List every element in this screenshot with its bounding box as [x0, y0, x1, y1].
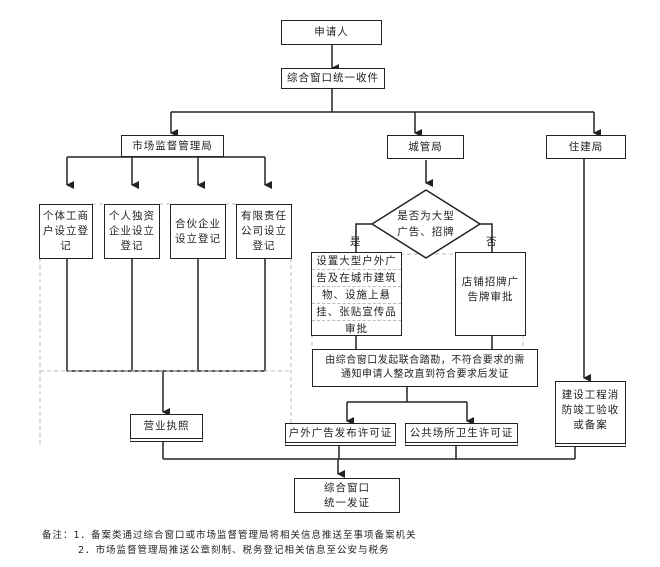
note-line-2: 2．市场监督管理局推送公章刻制、税务登记相关信息至公安与税务 [78, 545, 390, 556]
yes-label: 是 [350, 236, 361, 248]
outdoor-ad-permit-box: 户外广告发布许可证 [285, 423, 396, 446]
reg-llc-box: 有限责任 公司设立 登记 [236, 204, 292, 259]
applicant-box: 申请人 [281, 20, 382, 45]
intake-box: 综合窗口统一收件 [281, 68, 385, 89]
joint-inspection-box: 由综合窗口发起联合踏勘，不符合要求的需 通知申请人整改直到符合要求后发证 [312, 349, 538, 387]
urban-bureau-box: 城管局 [387, 135, 464, 159]
reg-individual-box: 个体工商 户设立登 记 [39, 204, 93, 259]
public-health-permit-box: 公共场所卫生许可证 [405, 423, 518, 446]
large-ad-approval-box: 设置大型户外广 告及在城市建筑 物、设施上悬 挂、张贴宣传品 审批 [311, 252, 402, 336]
fire-acceptance-box: 建设工程消 防竣工验收 或备案 [555, 381, 626, 447]
reg-sole-box: 个人独资 企业设立 登记 [104, 204, 160, 259]
decision-diamond [370, 189, 482, 259]
market-bureau-box: 市场监督管理局 [121, 135, 224, 157]
unified-issue-box: 综合窗口 统一发证 [294, 478, 400, 513]
decision-text: 是否为大型 广告、招牌 [397, 210, 455, 238]
note-line-1: 备注：1．备案类通过综合窗口或市场监督管理局将相关信息推送至事项备案机关 [42, 530, 417, 541]
no-label: 否 [486, 236, 497, 248]
reg-partnership-box: 合伙企业 设立登记 [170, 204, 226, 259]
housing-bureau-box: 住建局 [546, 135, 626, 159]
business-license-box: 营业执照 [130, 414, 203, 442]
shop-sign-approval-box: 店铺招牌广 告牌审批 [455, 252, 526, 336]
